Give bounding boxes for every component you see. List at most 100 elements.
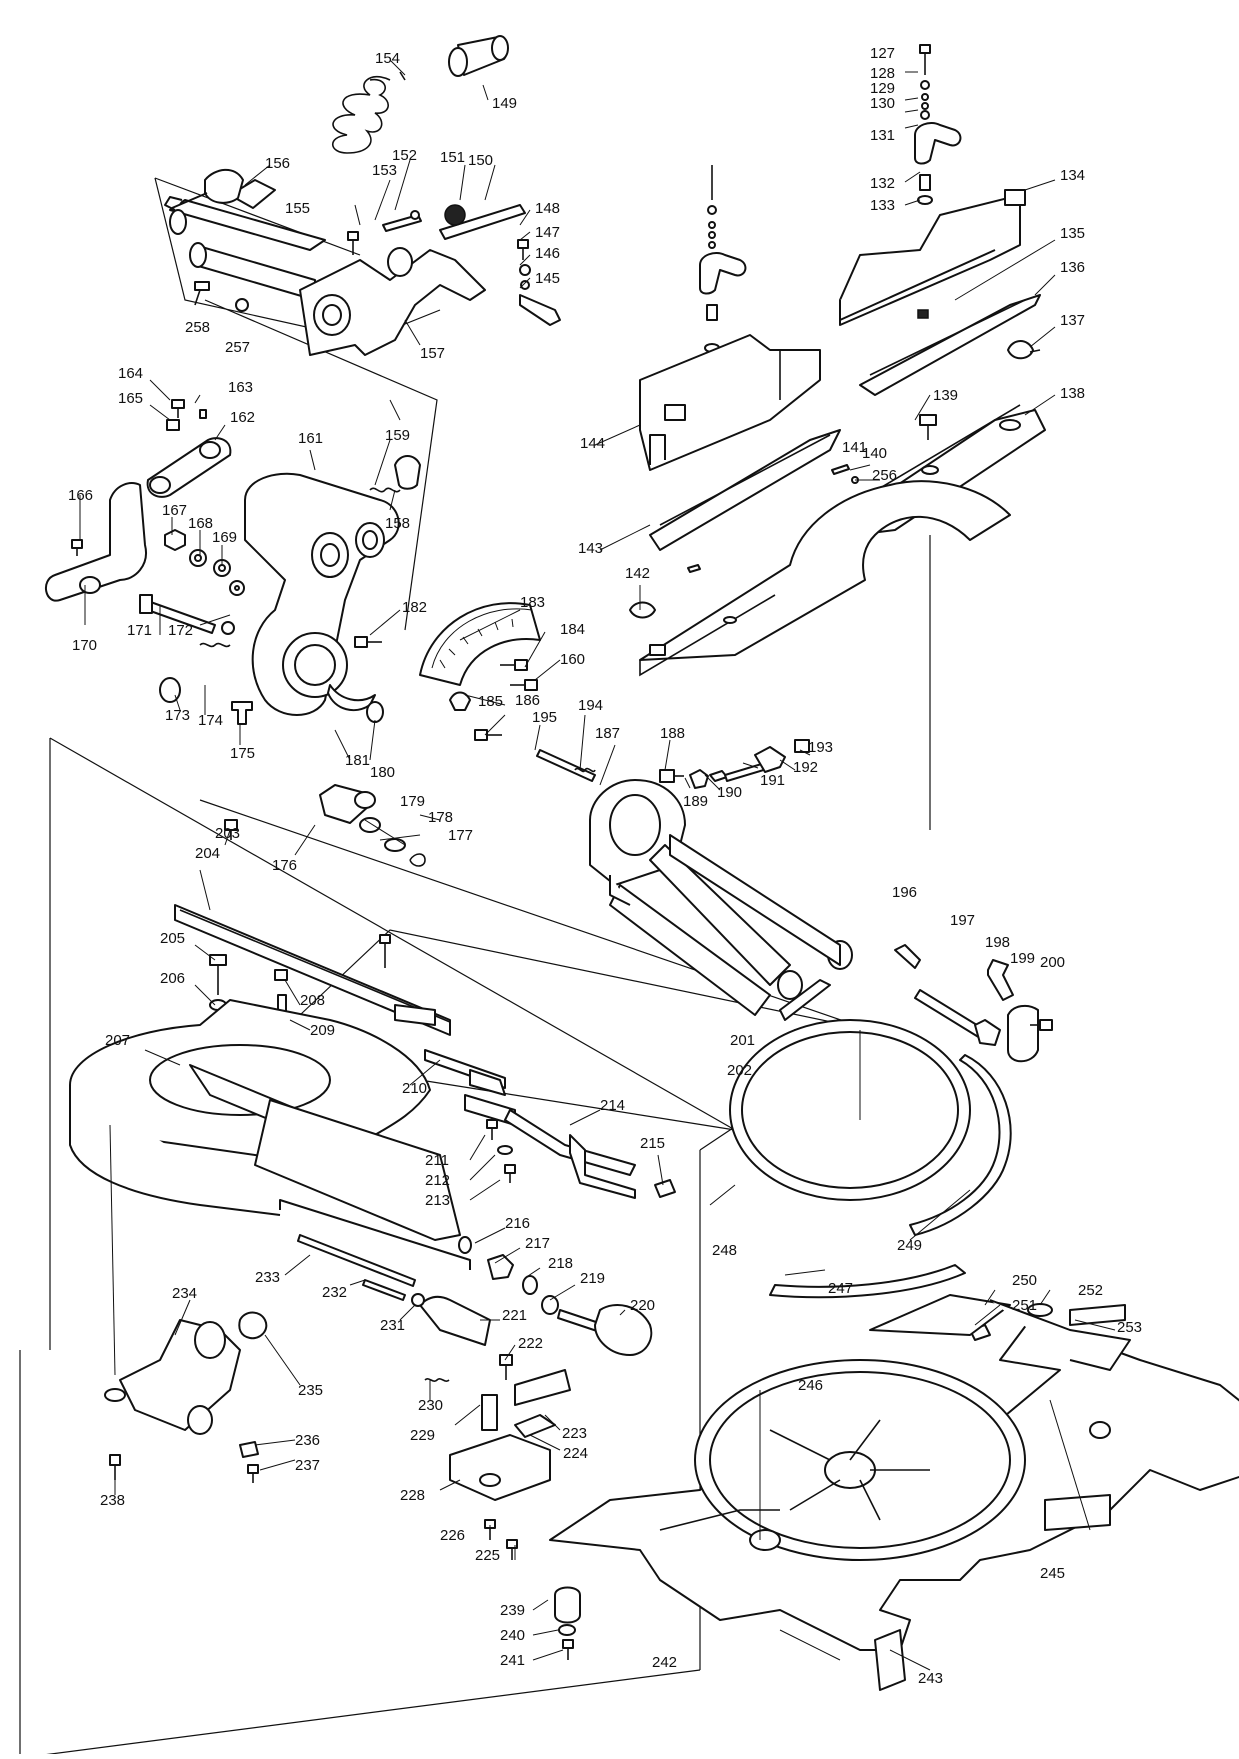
part-label-182: 182	[402, 599, 427, 616]
part-label-247: 247	[828, 1280, 853, 1297]
part-label-231: 231	[380, 1317, 405, 1334]
part-label-152: 152	[392, 147, 417, 164]
part-label-130: 130	[870, 95, 895, 112]
parts-196-202	[779, 944, 1053, 1063]
ring-248	[729, 1019, 971, 1201]
part-label-232: 232	[322, 1284, 347, 1301]
pivot-bracket-161	[244, 472, 400, 716]
part-label-230: 230	[418, 1397, 443, 1414]
part-label-129: 129	[870, 80, 895, 97]
part-label-203: 203	[215, 825, 240, 842]
fence-144	[639, 334, 821, 471]
rack-210-bracket-214	[424, 1049, 676, 1199]
fence-clamp-upper-127-133	[914, 44, 962, 205]
part-label-215: 215	[640, 1135, 665, 1152]
part-label-179: 179	[400, 793, 425, 810]
part-label-219: 219	[580, 1270, 605, 1287]
sleeve-149	[448, 35, 509, 77]
fence-rail-143	[649, 429, 841, 551]
part-label-191: 191	[760, 772, 785, 789]
part-label-149: 149	[492, 95, 517, 112]
part-label-183: 183	[520, 594, 545, 611]
segment-183-and-scale	[419, 602, 541, 711]
part-label-187: 187	[595, 725, 620, 742]
rod-195-spring-194	[536, 749, 596, 782]
part-label-159: 159	[385, 427, 410, 444]
part-label-184: 184	[560, 621, 585, 638]
label-245	[1044, 1494, 1111, 1531]
handle-170	[45, 482, 147, 602]
part-label-165: 165	[118, 390, 143, 407]
part-label-207: 207	[105, 1032, 130, 1049]
part-label-195: 195	[532, 709, 557, 726]
handle-assembly-157	[164, 179, 486, 356]
fence-base-142-arc	[629, 480, 1011, 677]
part-label-220: 220	[630, 1297, 655, 1314]
part-label-188: 188	[660, 725, 685, 742]
part-label-240: 240	[500, 1627, 525, 1644]
part-label-146: 146	[535, 245, 560, 262]
part-label-154: 154	[375, 50, 400, 67]
part-number-labels: 1271281291301311321331341351361371381391…	[68, 45, 1142, 1687]
part-label-131: 131	[870, 127, 895, 144]
part-label-252: 252	[1078, 1282, 1103, 1299]
part-label-161: 161	[298, 430, 323, 447]
part-label-147: 147	[535, 224, 560, 241]
part-label-214: 214	[600, 1097, 625, 1114]
part-label-167: 167	[162, 502, 187, 519]
part-label-249: 249	[897, 1237, 922, 1254]
shaft-233-pin-232	[297, 1234, 416, 1301]
screws-188-193	[659, 739, 810, 789]
part-label-234: 234	[172, 1285, 197, 1302]
part-label-162: 162	[230, 409, 255, 426]
part-label-178: 178	[428, 809, 453, 826]
fence-134	[839, 189, 1026, 326]
part-label-140: 140	[862, 445, 887, 462]
small-pins-140-141	[831, 464, 859, 484]
pins-152-153	[382, 210, 422, 232]
part-label-248: 248	[712, 1242, 737, 1259]
lock-221-plate-223-228	[411, 1293, 571, 1560]
part-label-163: 163	[228, 379, 253, 396]
table-207	[69, 999, 471, 1270]
part-label-246: 246	[798, 1377, 823, 1394]
part-label-160: 160	[560, 651, 585, 668]
part-label-148: 148	[535, 200, 560, 217]
small-parts-left	[71, 399, 253, 725]
part-label-204: 204	[195, 845, 220, 862]
part-label-134: 134	[1060, 167, 1085, 184]
screws-182-186	[354, 636, 538, 741]
part-label-144: 144	[580, 435, 605, 452]
part-label-137: 137	[1060, 312, 1085, 329]
part-label-164: 164	[118, 365, 143, 382]
part-label-153: 153	[372, 162, 397, 179]
part-label-251: 251	[1012, 1297, 1037, 1314]
part-label-181: 181	[345, 752, 370, 769]
part-label-210: 210	[402, 1080, 427, 1097]
part-label-258: 258	[185, 319, 210, 336]
screw-plate-right	[379, 934, 391, 968]
link-162	[146, 437, 232, 498]
part-label-180: 180	[370, 764, 395, 781]
part-label-211: 211	[425, 1152, 449, 1169]
part-label-226: 226	[440, 1527, 465, 1544]
clamp-156	[171, 168, 244, 209]
part-label-245: 245	[1040, 1565, 1065, 1582]
part-label-185: 185	[478, 693, 503, 710]
part-label-169: 169	[212, 529, 237, 546]
knob-137	[1007, 340, 1041, 360]
holder-234-knob-235	[104, 1311, 268, 1483]
spring-159-knob-158	[369, 455, 421, 493]
part-label-142: 142	[625, 565, 650, 582]
part-label-235: 235	[298, 1382, 323, 1399]
part-label-132: 132	[870, 175, 895, 192]
part-label-157: 157	[420, 345, 445, 362]
part-label-158: 158	[385, 515, 410, 532]
small-screws-top	[194, 231, 561, 326]
arc-181	[327, 684, 384, 723]
spring-154	[331, 71, 406, 154]
part-label-201: 201	[730, 1032, 755, 1049]
part-label-135: 135	[1060, 225, 1085, 242]
part-label-168: 168	[188, 515, 213, 532]
